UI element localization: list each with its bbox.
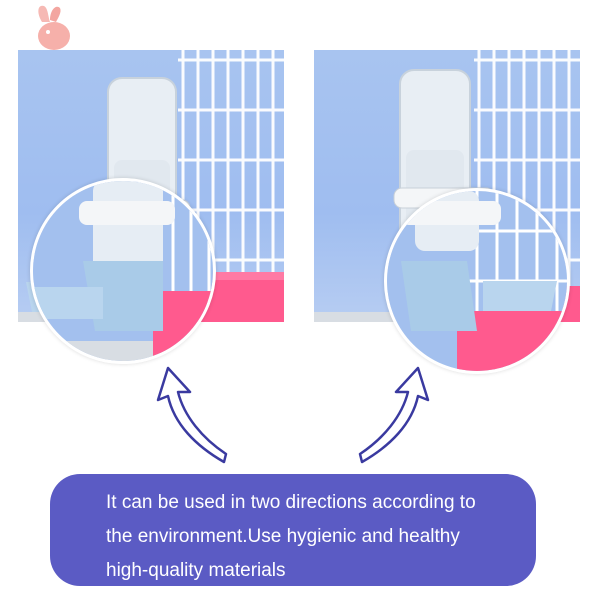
caption-box: It can be used in two directions accordi… xyxy=(50,474,536,586)
zoom-detail-right xyxy=(384,188,570,374)
zoom-detail-left xyxy=(30,178,216,364)
caption-line-2: the environment.Use hygienic and healthy xyxy=(106,526,460,547)
curved-up-arrow-icon xyxy=(156,366,228,464)
caption-line-3: high-quality materials xyxy=(106,560,286,581)
curved-up-arrow-icon xyxy=(358,366,430,464)
rabbit-logo-icon xyxy=(38,5,70,50)
caption-line-1: It can be used in two directions accordi… xyxy=(106,492,476,513)
